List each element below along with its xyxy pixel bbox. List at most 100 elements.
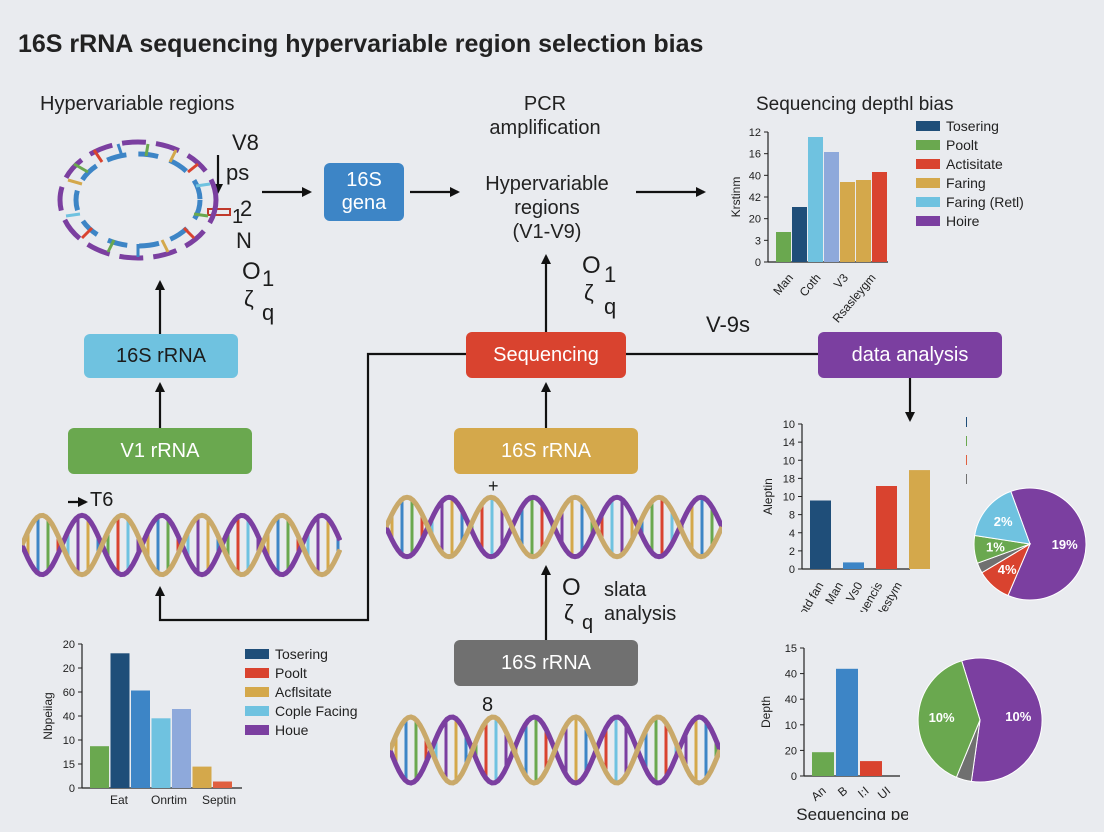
- x-tick-label: Onrtim: [151, 793, 187, 807]
- x-tick-label: Septin: [202, 793, 236, 807]
- line-seq-to-left-helix: [155, 352, 466, 622]
- legend-label: Faring (Retl): [946, 194, 1024, 210]
- pie-label: 10%: [1005, 709, 1031, 724]
- rrna-gray-box[interactable]: 16S rRNA: [454, 640, 638, 686]
- chart-bar: [856, 180, 871, 262]
- pie-slice: [917, 660, 981, 778]
- y-tick-label: 60: [63, 687, 75, 699]
- y-axis-label: Nbpeiiag: [41, 692, 55, 739]
- dna-helix-center-icon: [386, 494, 722, 560]
- x-tick-label: Man: [770, 271, 796, 298]
- chart-bar: [110, 653, 130, 788]
- pie-slice: [961, 657, 1043, 783]
- y-tick-label: 0: [791, 771, 797, 783]
- y-tick-label: 0: [69, 783, 75, 795]
- chart-bar: [808, 137, 823, 262]
- legend-swatch: [245, 725, 269, 735]
- legend-swatch: [245, 687, 269, 697]
- y-axis-label: Aleptin: [761, 478, 775, 515]
- legend-label: Acflsitate: [275, 684, 332, 700]
- label-o-center-sub: 1: [604, 262, 617, 287]
- legend-label: Faring: [946, 175, 986, 191]
- sequencing-box[interactable]: Sequencing: [466, 332, 626, 378]
- pie-slice: [1007, 487, 1087, 601]
- pie-label: 1%: [986, 539, 1005, 554]
- chart-bar: [909, 470, 930, 569]
- y-tick-label: 14: [783, 437, 795, 449]
- x-tick-label: Man: [822, 580, 846, 607]
- legend-swatch: [916, 197, 940, 207]
- label-ps: ps: [226, 160, 250, 185]
- label-eight: 8: [482, 694, 494, 716]
- legend-label: Tosering: [946, 118, 999, 134]
- dna-helix-bottom-icon: [390, 714, 720, 786]
- y-tick-label: 18: [783, 473, 795, 485]
- chart-bar: [843, 562, 864, 569]
- y-tick-label: 20: [63, 639, 75, 651]
- label-zeta-center: ζ: [584, 280, 594, 305]
- y-tick-label: 4: [789, 528, 795, 540]
- y-tick-label: 40: [63, 711, 75, 723]
- y-tick-label: 20: [749, 214, 761, 226]
- y-tick-label: 0: [789, 564, 795, 576]
- y-tick-label: 40: [785, 669, 797, 681]
- y-tick-label: 10: [783, 455, 795, 467]
- chart-bar: [876, 486, 897, 569]
- x-tick-label: I:I: [855, 784, 872, 801]
- y-tick-label: 2: [789, 546, 795, 558]
- chart-bar: [872, 172, 887, 262]
- dna-helix-left-icon: [22, 512, 342, 578]
- label-v9s: V-9s: [706, 312, 751, 337]
- chart-bar: [860, 761, 882, 776]
- label-q-center: q: [604, 294, 617, 319]
- y-tick-label: 40: [749, 170, 761, 182]
- y-tick-label: 10: [783, 492, 795, 504]
- pie-chart-b: 10%10%: [917, 657, 1043, 783]
- legend-swatch: [916, 159, 940, 169]
- rrna-box[interactable]: 16S rRNA: [84, 334, 238, 378]
- v1-rrna-box[interactable]: V1 rRNA: [68, 428, 252, 474]
- chart-bar: [151, 718, 171, 788]
- x-tick-label: An: [808, 784, 828, 804]
- y-tick-label: 0: [755, 257, 761, 269]
- chart-bar: [192, 766, 212, 788]
- gene-box[interactable]: 16S gena: [324, 163, 404, 221]
- pie-label: 19%: [1052, 537, 1078, 552]
- y-tick-label: 3: [755, 235, 761, 247]
- pie-chart-a: 19%4%1%2%: [973, 487, 1087, 601]
- label-v8: V8: [232, 130, 259, 155]
- label-q-slata: q: [582, 612, 594, 634]
- x-tick-label: B: [835, 784, 850, 800]
- label-o-center: O: [582, 252, 601, 279]
- chart-bar: [776, 232, 791, 262]
- chart-bar: [840, 182, 855, 262]
- y-axis-label: Depth: [759, 696, 773, 728]
- label-zeta: ζ: [244, 286, 254, 311]
- label-o: O: [242, 258, 261, 285]
- legend-swatch: [966, 474, 967, 484]
- legend-label: Tosering: [275, 646, 328, 662]
- label-plus: +: [488, 476, 499, 496]
- chart-bar: [812, 752, 834, 776]
- y-axis-label: Krstinm: [729, 177, 743, 218]
- legend-label: Poolt: [946, 137, 978, 153]
- x-tick-label: Lotd fan: [793, 580, 827, 613]
- label-two: 2: [240, 196, 253, 221]
- x-tick-label: UI: [875, 784, 893, 802]
- label-zeta-slata: ζ: [564, 600, 574, 625]
- y-tick-label: 12: [749, 127, 761, 139]
- rrna-gold-box[interactable]: 16S rRNA: [454, 428, 638, 474]
- label-q: q: [262, 300, 275, 325]
- data-analysis-box[interactable]: data analysis: [818, 332, 1002, 378]
- legend-label: Houe: [275, 722, 309, 738]
- legend-swatch: [966, 455, 967, 465]
- label-n: N: [236, 228, 252, 253]
- legend-label: Actisitate: [946, 156, 1003, 172]
- y-tick-label: 16: [749, 149, 761, 161]
- hypervariable-regions-label: Hypervariable regions (V1-V9): [485, 173, 609, 243]
- pie-label: 2%: [994, 514, 1013, 529]
- pie-slice: [974, 490, 1031, 545]
